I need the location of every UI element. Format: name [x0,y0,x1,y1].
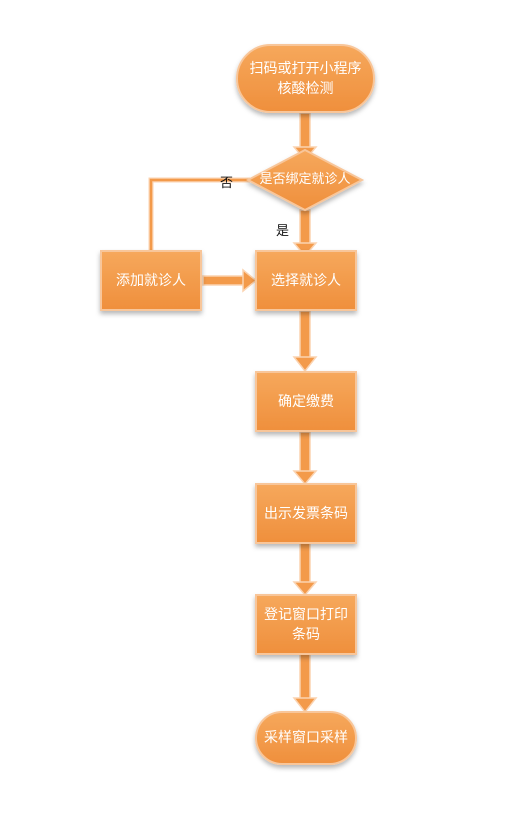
nodes [100,44,375,765]
arrow-confirm-to-show [292,431,318,486]
arrow-select-to-confirm [292,310,318,373]
node-register-print-shape [255,594,357,655]
node-confirm-payment-shape [255,371,357,432]
node-end-shape [255,711,357,765]
node-confirm-payment-label: 确定缴费 [278,393,334,410]
connectors [148,112,318,714]
arrow-add-to-select [202,268,258,293]
node-decision-shape [245,148,365,212]
node-decision-label: 是否绑定就诊人 [259,172,351,187]
node-select-patient-label: 选择就诊人 [271,272,341,289]
node-start-label: 扫码或打开小程序 核酸检测 [249,60,362,97]
node-register-print-label: 登记窗口打印 条码 [264,606,348,643]
arrow-register-to-end [292,652,318,714]
arrow-decision-to-select [292,209,318,258]
edge-label-yes: 是 [276,224,290,239]
node-start-shape [236,44,375,113]
node-add-patient-shape [100,250,202,311]
arrow-show-to-register [292,542,318,597]
node-show-barcode-label: 出示发票条码 [264,505,348,522]
node-end-label: 采样窗口采样 [264,730,348,746]
edge-label-no: 否 [220,176,234,191]
line-decision-to-add [148,177,250,250]
node-select-patient-shape [255,250,357,311]
node-add-patient-label: 添加就诊人 [116,272,186,289]
node-show-barcode-shape [255,483,357,544]
